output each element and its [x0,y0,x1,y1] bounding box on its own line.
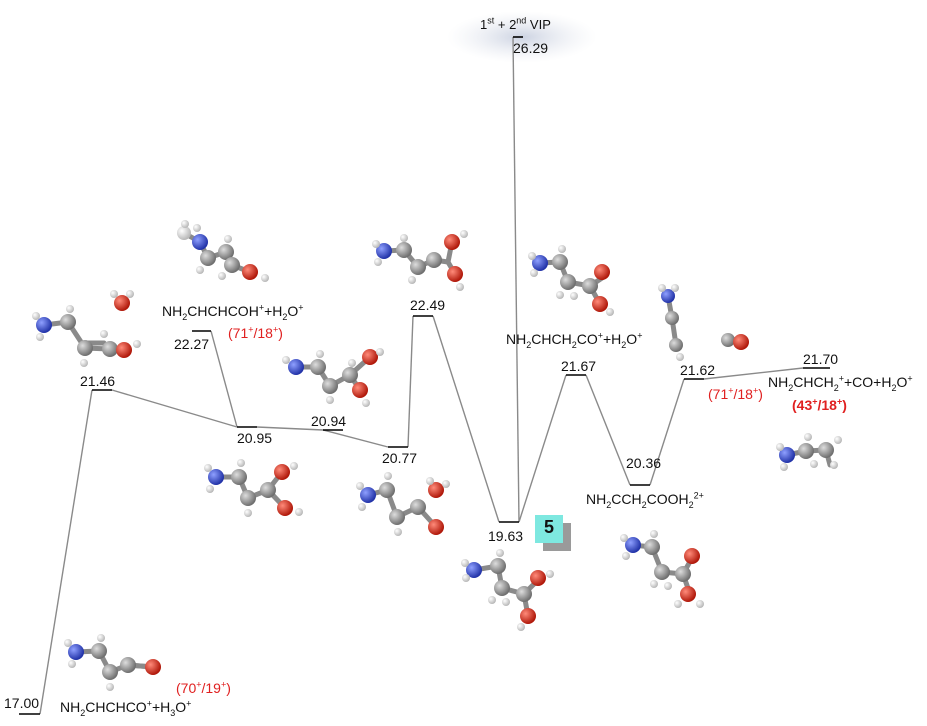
energy-17-00: 17.00 [4,695,40,711]
energy-21-70: 21.70 [803,351,839,367]
atoms [32,220,842,691]
ratio-70-19: (70+/19+) [176,679,231,696]
energy-19-63: 19.63 [488,528,524,544]
energy-26-29: 26.29 [513,40,549,56]
energy-21-46: 21.46 [80,373,116,389]
energy-levels [19,36,830,715]
ratio-43-18: (43+/18+) [792,396,847,413]
species-nh2chchcoh: NH2CHCHCOH++H2O+ [162,302,304,322]
energy-22-27: 22.27 [174,336,210,352]
energy-20-95: 20.95 [237,430,273,446]
structure-number: 5 [544,517,555,537]
species-nh2chchco: NH2CHCHCO++H3O+ [60,698,192,718]
ratio-71-18-right: (71+/18+) [708,385,763,402]
energy-20-36: 20.36 [626,455,662,471]
species-nh2chch2co: NH2CHCH2CO++H2O+ [506,330,643,350]
species-nh2cch2cooh2: NH2CCH2COOH22+ [586,490,704,510]
energy-21-67: 21.67 [561,358,597,374]
species-nh2chch2: NH2CHCH2++CO+H2O+ [768,373,913,393]
energy-22-49: 22.49 [410,297,446,313]
energy-21-62: 21.62 [680,362,716,378]
marker-badge [535,515,563,543]
energy-20-77: 20.77 [382,450,418,466]
vip-label: 1st + 2nd VIP [480,15,551,32]
ratio-71-18-left: (71+/18+) [228,324,283,341]
energy-20-94: 20.94 [311,413,347,429]
